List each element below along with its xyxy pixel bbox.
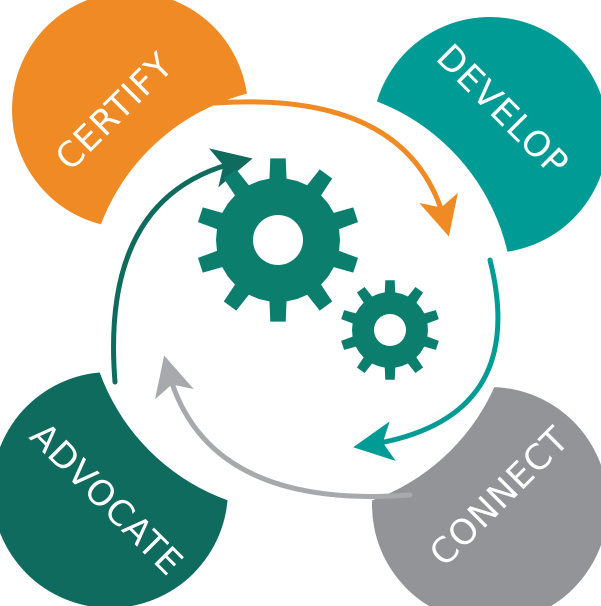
arrow-connect-to-advocate [155, 355, 413, 499]
arrow-develop-to-connect [353, 257, 501, 461]
arrow-certify-to-develop [212, 99, 458, 237]
center-disk [87, 87, 513, 513]
arrow-advocate-to-certify [111, 148, 253, 385]
small-gear-icon [341, 280, 439, 380]
large-gear-icon [197, 158, 359, 322]
